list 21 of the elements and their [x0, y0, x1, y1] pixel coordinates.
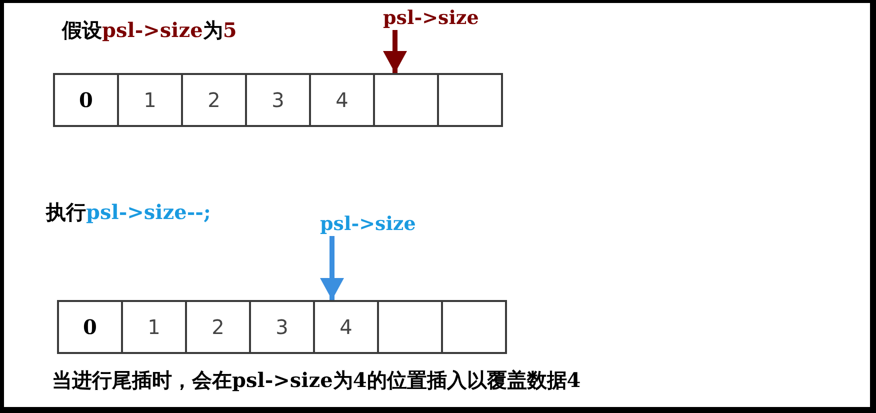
array-cell: 4	[313, 300, 379, 354]
array-cell: 3	[245, 73, 311, 127]
array-cell: 2	[181, 73, 247, 127]
array-cell: 0	[57, 300, 123, 354]
array-cell	[437, 73, 503, 127]
heading-text: 执行psl->size--;	[46, 200, 211, 224]
pointer-label: psl->size	[320, 212, 416, 236]
array-cell: 1	[121, 300, 187, 354]
array-cell: 3	[249, 300, 315, 354]
array-cell: 1	[117, 73, 183, 127]
array-cell	[373, 73, 439, 127]
array-cell: 0	[53, 73, 119, 127]
array-cell	[441, 300, 507, 354]
array-cell: 2	[185, 300, 251, 354]
pointer-label: psl->size	[383, 6, 479, 30]
heading-text: 假设psl->size为5	[62, 18, 237, 42]
arrow	[320, 236, 344, 300]
arrow	[383, 30, 407, 73]
array-cell	[377, 300, 443, 354]
array-cell: 4	[309, 73, 375, 127]
note-text: 当进行尾插时，会在psl->size为4的位置插入以覆盖数据4	[52, 368, 581, 392]
